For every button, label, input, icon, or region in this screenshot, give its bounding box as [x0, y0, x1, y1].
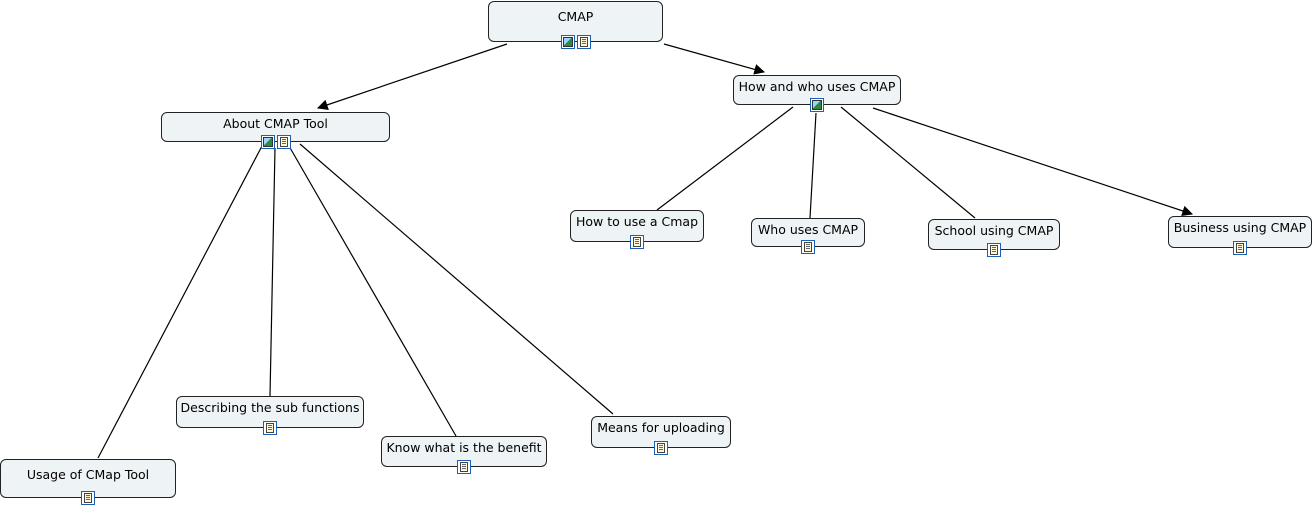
edge-how-who-school [840, 106, 976, 219]
document-icon[interactable] [630, 235, 644, 249]
node-cmap[interactable]: CMAP [488, 1, 663, 49]
node-how-to-use-a-cmap[interactable]: How to use a Cmap [570, 210, 704, 249]
document-icon[interactable] [1233, 241, 1247, 255]
node-label: Means for uploading [597, 420, 725, 435]
node-about-cmap-tool[interactable]: About CMAP Tool [161, 112, 390, 149]
document-icon[interactable] [654, 441, 668, 455]
document-icon[interactable] [801, 240, 815, 254]
image-icon[interactable] [810, 98, 824, 112]
document-icon[interactable] [276, 135, 291, 149]
edge-about-usage [97, 145, 263, 459]
node-label: Usage of CMap Tool [26, 467, 150, 482]
edge-about-benefit [288, 145, 457, 437]
edge-cmap-about [316, 43, 508, 110]
node-label: Who uses CMAP [757, 222, 859, 237]
node-label: Know what is the benefit [386, 440, 542, 455]
node-school-using-cmap[interactable]: School using CMAP [928, 219, 1060, 257]
node-who-uses-cmap[interactable]: Who uses CMAP [751, 218, 865, 254]
document-icon[interactable] [457, 460, 471, 474]
node-means-for-uploading[interactable]: Means for uploading [591, 416, 731, 455]
document-icon[interactable] [576, 35, 591, 49]
node-label: How to use a Cmap [576, 214, 698, 229]
document-icon[interactable] [987, 243, 1001, 257]
node-label: How and who uses CMAP [738, 79, 896, 94]
node-how-and-who-uses-cmap[interactable]: How and who uses CMAP [733, 75, 901, 112]
edge-how-who-who-uses [809, 112, 817, 219]
node-know-what-is-the-benefit[interactable]: Know what is the benefit [381, 436, 547, 474]
node-usage-of-cmap-tool[interactable]: Usage of CMap Tool [0, 459, 176, 505]
edge-about-describing [269, 147, 276, 397]
image-icon[interactable] [260, 135, 275, 149]
edge-how-who-how-use [656, 106, 794, 211]
document-icon[interactable] [81, 491, 95, 505]
edge-cmap-how-who [663, 43, 766, 75]
image-icon[interactable] [560, 35, 575, 49]
node-label: School using CMAP [934, 223, 1054, 238]
edge-about-uploading [299, 143, 614, 415]
node-describing-the-sub-functions[interactable]: Describing the sub functions [176, 396, 364, 435]
node-label: CMAP [557, 9, 594, 24]
node-business-using-cmap[interactable]: Business using CMAP [1168, 216, 1312, 255]
node-label: Business using CMAP [1173, 220, 1307, 235]
node-label: Describing the sub functions [180, 400, 360, 415]
document-icon[interactable] [263, 421, 277, 435]
node-label: About CMAP Tool [223, 116, 328, 131]
edge-how-who-business [872, 107, 1194, 217]
